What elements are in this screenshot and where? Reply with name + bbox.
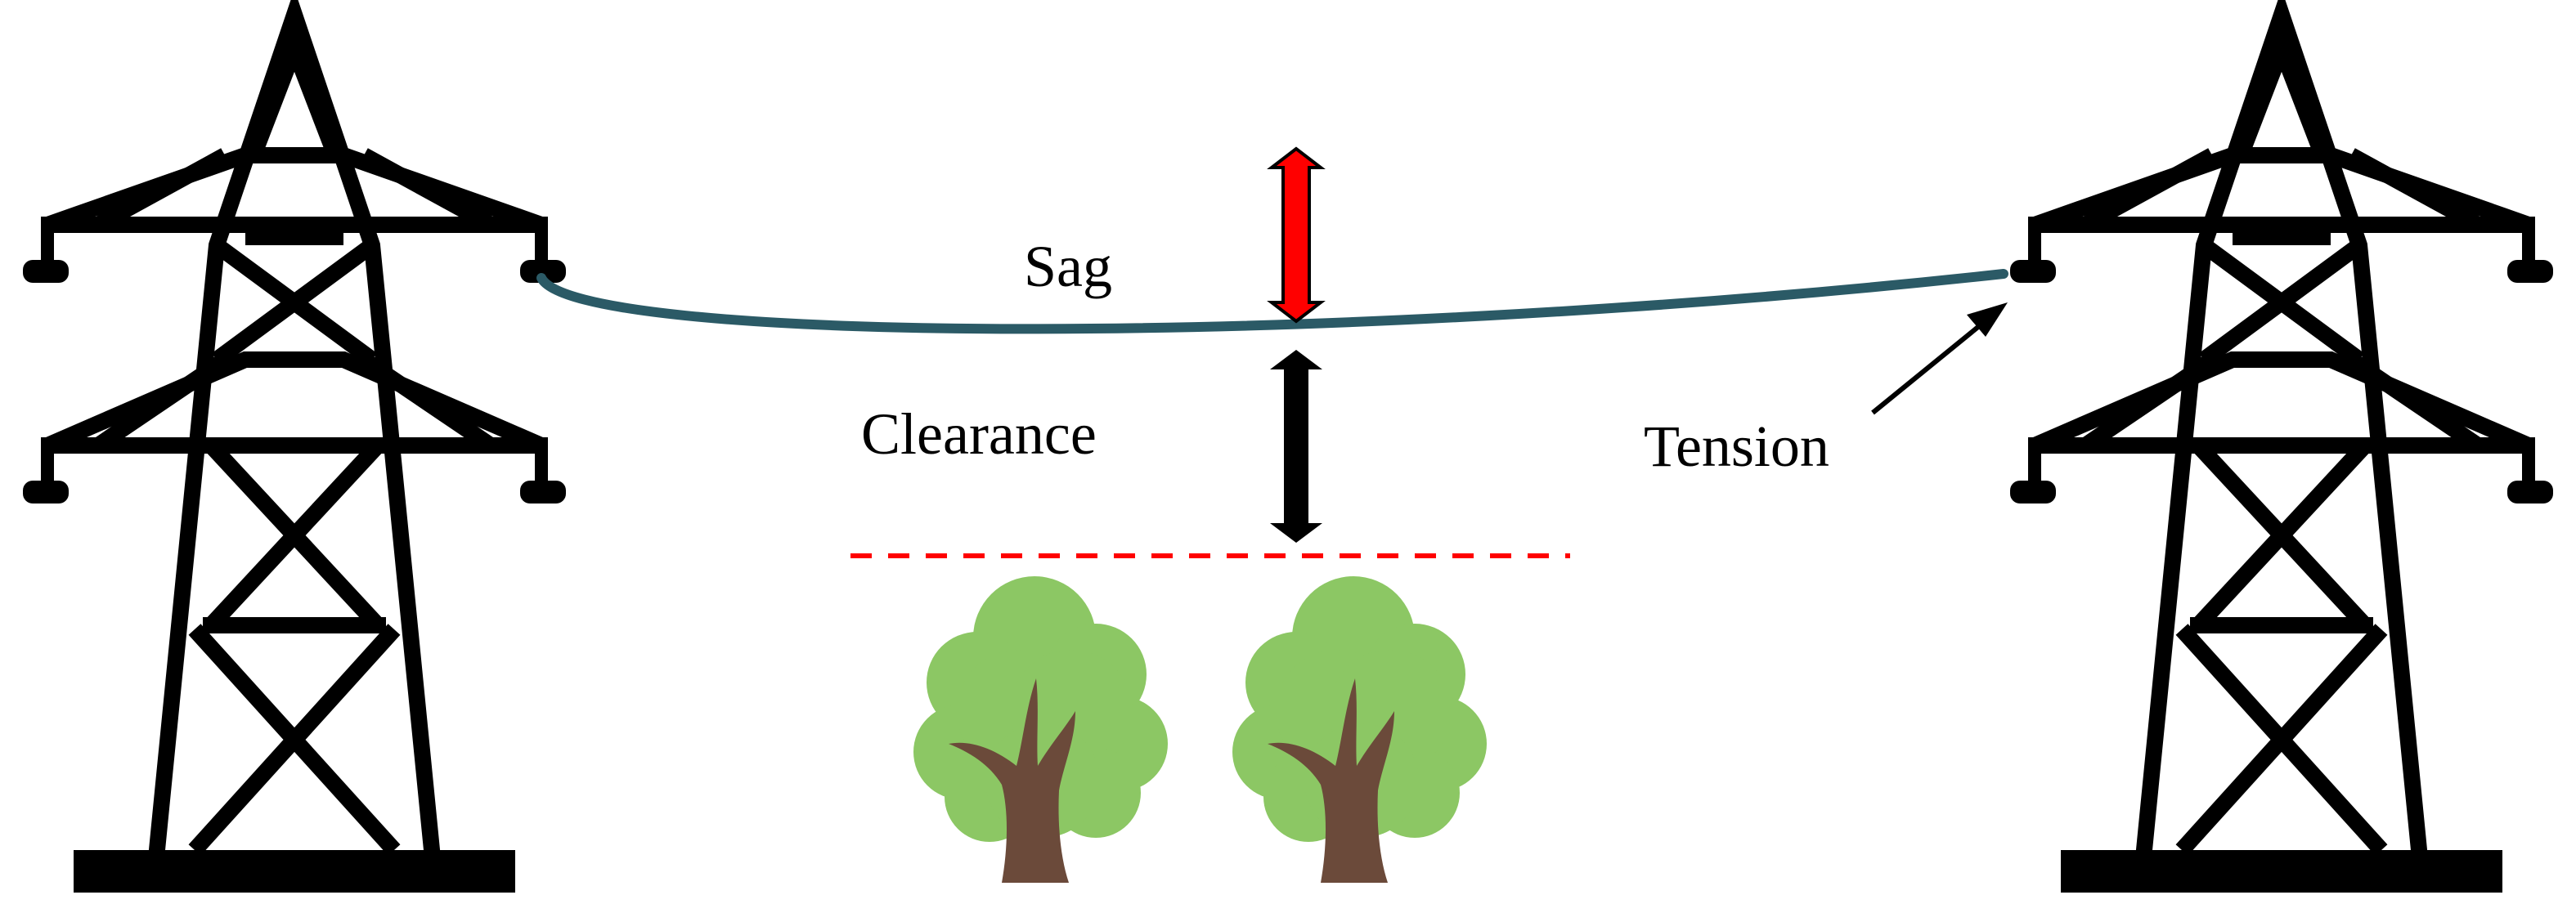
conductor-line — [536, 269, 2008, 334]
clearance-label: Clearance — [861, 401, 1097, 467]
clearance-arrow — [1270, 350, 1322, 543]
left-transmission-tower-icon — [23, 15, 566, 893]
left-tree-icon — [913, 576, 1168, 883]
right-transmission-tower-icon — [2010, 15, 2553, 893]
right-tree-icon — [1232, 576, 1487, 883]
tension-arrow — [1871, 302, 2008, 415]
tension-label: Tension — [1644, 414, 1829, 479]
sag-label: Sag — [1024, 234, 1112, 299]
sag-arrow — [1267, 146, 1326, 324]
